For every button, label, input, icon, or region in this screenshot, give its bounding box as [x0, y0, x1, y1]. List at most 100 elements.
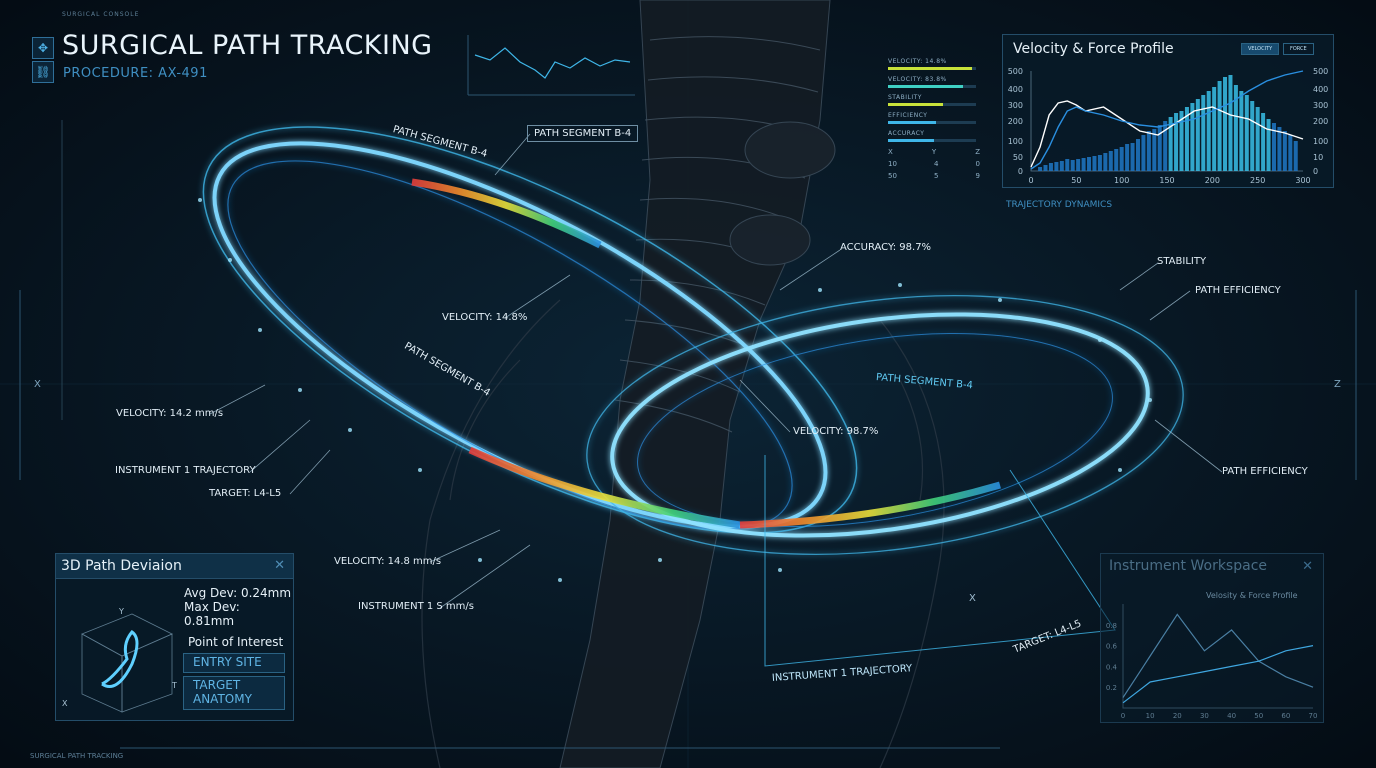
metric-row: VELOCITY: 83.8%	[888, 76, 980, 88]
chart-bar	[1163, 121, 1168, 171]
xyz-row: 10 4 0	[888, 160, 980, 168]
link-icon[interactable]: ⛓	[32, 61, 54, 83]
chart-bar	[1261, 113, 1266, 171]
label-accuracy: ACCURACY: 98.7%	[840, 242, 932, 253]
instrument-workspace-panel: Instrument Workspace ✕ Velosity & Force …	[1100, 553, 1324, 723]
x-tick-label: 0	[1028, 176, 1033, 185]
xyz-cell: 4	[933, 160, 939, 168]
workspace-x-tick: 10	[1146, 712, 1155, 720]
chart-bar	[1223, 77, 1228, 171]
y-tick-left: 300	[1008, 101, 1023, 110]
xyz-cell: 5	[933, 172, 939, 180]
chart-bar	[1250, 101, 1255, 171]
y-tick-right: 500	[1313, 67, 1328, 76]
chart-series-line	[1030, 70, 1304, 170]
metric-bar-track	[888, 85, 976, 88]
metric-bar-fill	[888, 103, 943, 106]
chart-bar	[1092, 156, 1097, 171]
chart-bar	[1125, 144, 1130, 171]
chart-bar	[1217, 81, 1222, 171]
chart-bar	[1146, 131, 1151, 171]
tab-velocity[interactable]: VELOCITY	[1241, 43, 1280, 55]
workspace-x-tick: 0	[1121, 712, 1125, 720]
cube-label-t: T	[171, 681, 177, 690]
chart-bar	[1288, 135, 1293, 171]
workspace-series-line	[1122, 645, 1314, 704]
move-icon[interactable]: ✥	[32, 37, 54, 59]
x-tick-label: 150	[1159, 176, 1174, 185]
chart-bar	[1212, 87, 1217, 171]
workspace-y-tick: 0.4	[1106, 663, 1118, 671]
label-instrument-bottom: INSTRUMENT 1 S mm/s	[358, 601, 474, 612]
chart-bar	[1195, 99, 1200, 171]
velocity-force-panel: Velocity & Force Profile VELOCITY FORCE …	[1002, 34, 1334, 188]
y-tick-right: 100	[1313, 137, 1328, 146]
entry-site-button[interactable]: ENTRY SITE	[183, 653, 285, 673]
chart-bar	[1271, 123, 1276, 171]
chart-bar	[1065, 159, 1070, 171]
velocity-panel-title: Velocity & Force Profile	[1013, 41, 1174, 57]
label-instrument-trajectory-left: INSTRUMENT 1 TRAJECTORY	[115, 465, 256, 476]
tab-force[interactable]: FORCE	[1283, 43, 1314, 55]
chart-bar	[1081, 158, 1086, 171]
chart-bar	[1152, 129, 1157, 171]
metric-bar-fill	[888, 67, 972, 70]
chart-bar	[1255, 107, 1260, 171]
y-tick-right: 400	[1313, 85, 1328, 94]
chart-bar	[1059, 161, 1064, 171]
metric-bar-track	[888, 67, 976, 70]
xyz-cell: 0	[975, 160, 980, 168]
chart-bar	[1054, 162, 1059, 171]
metric-bar-track	[888, 121, 976, 124]
page-title: SURGICAL PATH TRACKING	[62, 30, 433, 61]
y-tick-right: 300	[1313, 101, 1328, 110]
xyz-head-z: Z	[975, 148, 980, 156]
chart-bar	[1174, 113, 1179, 171]
y-tick-right: 0	[1313, 167, 1318, 176]
y-tick-right: 10	[1313, 153, 1323, 162]
label-path-efficiency-2: PATH EFFICIENCY	[1222, 466, 1308, 477]
chart-bar	[1168, 117, 1173, 171]
metric-bar-fill	[888, 139, 934, 142]
deviation-header: 3D Path Deviaion ✕	[56, 554, 293, 579]
chart-bar	[1141, 135, 1146, 171]
top-caption: SURGICAL CONSOLE	[62, 11, 140, 18]
deviation-title: 3D Path Deviaion	[61, 558, 182, 574]
x-tick-label: 100	[1114, 176, 1129, 185]
target-anatomy-button[interactable]: TARGET ANATOMY	[183, 676, 285, 710]
workspace-x-tick: 50	[1254, 712, 1263, 720]
left-axis-marker: X	[34, 379, 41, 390]
metric-bar-fill	[888, 85, 963, 88]
chart-bar	[1108, 151, 1113, 171]
workspace-x-tick: 20	[1173, 712, 1182, 720]
metric-row: EFFICIENCY	[888, 112, 980, 124]
xyz-row: 50 5 9	[888, 172, 980, 180]
procedure-label: PROCEDURE: AX-491	[63, 66, 208, 81]
chart-bar	[1233, 85, 1238, 171]
xyz-header: X Y Z	[888, 148, 980, 156]
workspace-x-tick: 60	[1281, 712, 1290, 720]
chart-bar	[1076, 159, 1081, 171]
workspace-title: Instrument Workspace	[1109, 558, 1267, 574]
label-path-efficiency-1: PATH EFFICIENCY	[1195, 285, 1281, 296]
cube-label-x: X	[62, 699, 68, 708]
workspace-series-line	[1122, 613, 1314, 698]
chart-bar	[1119, 147, 1124, 171]
x-tick-label: 300	[1295, 176, 1310, 185]
close-icon[interactable]: ✕	[1302, 559, 1313, 574]
metric-bar-fill	[888, 121, 937, 124]
chart-bar	[1135, 139, 1140, 171]
close-icon[interactable]: ✕	[274, 558, 285, 573]
chart-bar	[1239, 91, 1244, 171]
trajectory-dynamics-label: TRAJECTORY DYNAMICS	[1006, 200, 1113, 210]
chart-bar	[1038, 167, 1043, 171]
xyz-cell: 50	[888, 172, 897, 180]
chart-series-line	[1030, 100, 1304, 168]
workspace-x-tick: 30	[1200, 712, 1209, 720]
chart-bar	[1043, 165, 1048, 171]
poi-heading: Point of Interest	[188, 635, 284, 649]
y-tick-left: 200	[1008, 117, 1023, 126]
label-path-seg-box: PATH SEGMENT B-4	[527, 125, 639, 142]
chart-bar	[1266, 119, 1271, 171]
